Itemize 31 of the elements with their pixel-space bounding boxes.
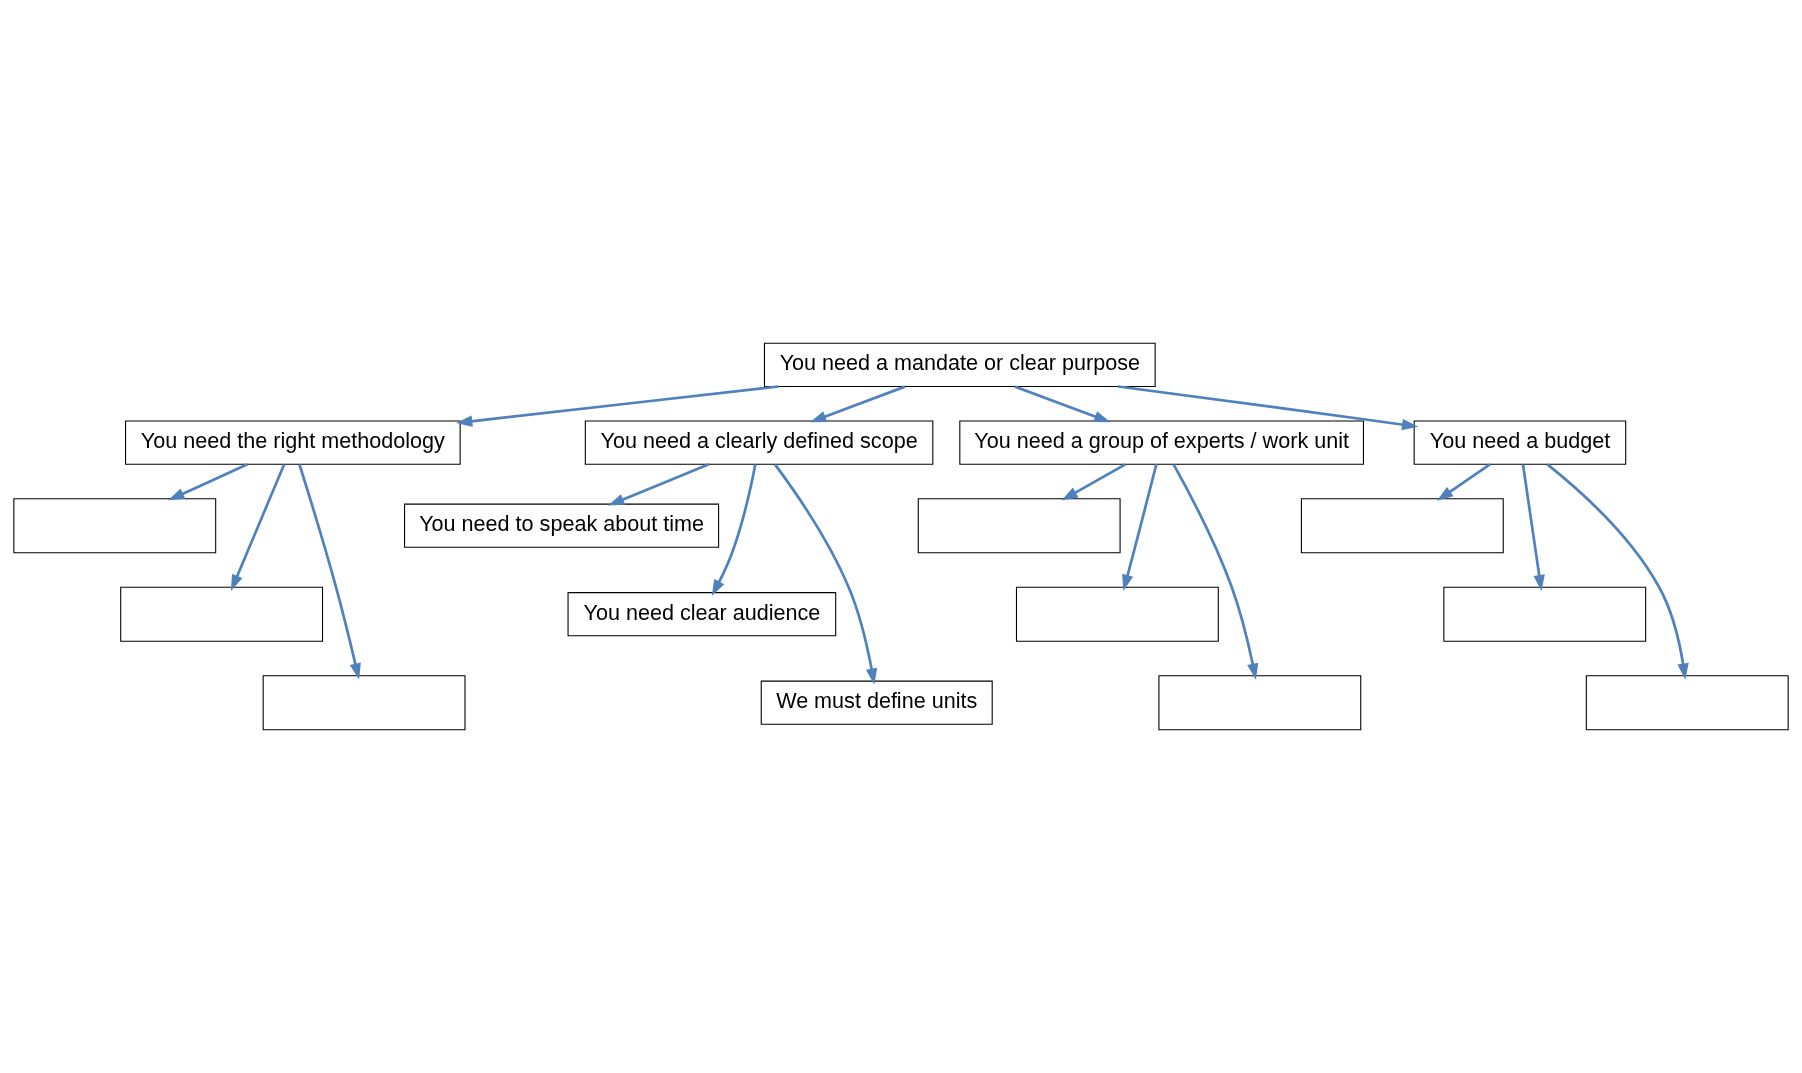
node-box: You need to speak about time <box>404 503 720 548</box>
arrow <box>773 463 878 685</box>
arrow <box>1122 463 1158 591</box>
arrow <box>711 464 757 596</box>
arrow <box>608 463 710 506</box>
arrow <box>1117 385 1419 431</box>
node-box <box>917 498 1121 554</box>
node-box <box>120 586 324 642</box>
node-box <box>1158 675 1362 731</box>
arrow <box>1521 464 1545 592</box>
node-box: You need a clearly defined scope <box>584 420 934 465</box>
arrow <box>168 463 248 501</box>
node-box: You need a budget <box>1413 420 1627 465</box>
node-box: We must define units <box>760 680 993 725</box>
node-box <box>1585 675 1789 731</box>
node-box: You need a mandate or clear purpose <box>763 342 1156 388</box>
arrow <box>1436 463 1491 501</box>
arrow <box>1172 463 1259 680</box>
node-box <box>13 498 217 554</box>
arrow <box>298 464 361 680</box>
node-box <box>262 675 466 731</box>
node-box <box>1443 586 1647 642</box>
arrow <box>1546 463 1689 680</box>
arrow <box>230 463 286 591</box>
node-box: You need the right methodology <box>125 420 461 465</box>
node-box: You need a group of experts / work unit <box>959 420 1364 465</box>
node-box <box>1015 586 1219 642</box>
arrow <box>456 385 779 427</box>
node-box <box>1300 498 1504 554</box>
node-box: You need clear audience <box>567 592 837 637</box>
arrow <box>1061 463 1126 501</box>
